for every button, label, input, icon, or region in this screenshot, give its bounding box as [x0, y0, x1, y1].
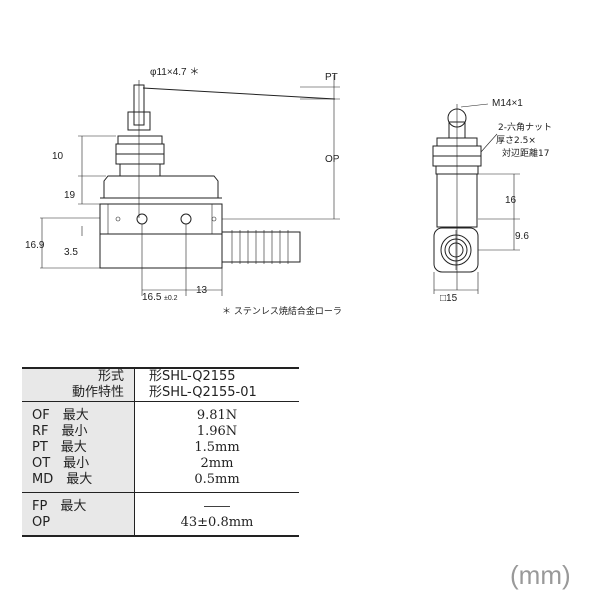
dim-13: 13 — [196, 285, 208, 296]
group2-values: ―― 43±0.8mm — [134, 492, 299, 537]
footnote: ＊ ステンレス焼結合金ローラ — [222, 305, 342, 317]
row-label-fp: FP 最大 — [32, 499, 87, 514]
op-label: OP — [325, 154, 340, 165]
row-value-pt: 1.5mm — [194, 440, 240, 455]
nut-note-2: 厚さ2.5× — [496, 135, 536, 146]
table-header-row: 形式 動作特性 形SHL-Q2155 形SHL-Q2155-01 — [22, 367, 299, 402]
roller-dimension: φ11×4.7 ＊ — [150, 67, 199, 78]
group1-labels: OF 最大 RF 最小 PT 最大 OT 最小 MD 最大 — [22, 401, 135, 493]
nut-note-3: 対辺距離17 — [502, 147, 549, 159]
dim-3-5: 3.5 — [64, 247, 78, 258]
header-label-characteristics: 動作特性 — [71, 385, 124, 400]
unit-label: (mm) — [510, 560, 571, 590]
table-group-1: OF 最大 RF 最小 PT 最大 OT 最小 MD 最大 9.81N 1.96… — [22, 401, 299, 493]
dim-16-5: 16.5 — [142, 292, 162, 303]
dim-15: □15 — [440, 293, 458, 304]
row-label-rf: RF 最小 — [32, 424, 88, 439]
row-label-of: OF 最大 — [32, 408, 89, 423]
dim-9-6: 9.6 — [515, 231, 529, 242]
nut-note-1: 2-六角ナット — [498, 121, 552, 133]
mounting-hole — [180, 213, 192, 225]
group1-values: 9.81N 1.96N 1.5mm 2mm 0.5mm — [134, 401, 299, 493]
header-model-1: 形SHL-Q2155 — [149, 369, 236, 384]
thread-size: M14×1 — [492, 98, 523, 109]
row-value-of: 9.81N — [196, 408, 238, 423]
dim-16-5-tolerance: ±0.2 — [164, 295, 178, 302]
row-value-fp: ―― — [204, 499, 230, 514]
group2-labels: FP 最大 OP — [22, 492, 135, 537]
pt-label: PT — [325, 72, 338, 83]
table-header-label: 形式 動作特性 — [22, 367, 135, 402]
dim-10: 10 — [52, 151, 64, 162]
dimension-drawing: φ11×4.7 ＊ PT OP 10 19 16.9 3.5 16.5 ±0.2… — [25, 67, 552, 317]
row-label-ot: OT 最小 — [32, 456, 90, 471]
header-model-2: 形SHL-Q2155-01 — [149, 385, 257, 400]
mounting-hole — [136, 213, 148, 225]
row-label-op: OP — [32, 515, 51, 530]
front-view: φ11×4.7 ＊ PT OP 10 19 16.9 3.5 16.5 ±0.2… — [25, 67, 340, 303]
dim-16: 16 — [505, 195, 517, 206]
row-label-pt: PT 最大 — [32, 440, 87, 455]
header-label-type: 形式 — [97, 369, 124, 384]
dim-19: 19 — [64, 190, 76, 201]
spec-table: 形式 動作特性 形SHL-Q2155 形SHL-Q2155-01 OF 最大 R… — [22, 367, 299, 537]
table-header-models: 形SHL-Q2155 形SHL-Q2155-01 — [134, 367, 299, 402]
row-label-md: MD 最大 — [32, 472, 93, 487]
row-value-md: 0.5mm — [194, 472, 240, 487]
side-view: M14×1 2-六角ナット 厚さ2.5× 対辺距離17 16 9.6 □15 — [432, 98, 552, 304]
table-group-2: FP 最大 OP ―― 43±0.8mm — [22, 492, 299, 537]
row-value-op: 43±0.8mm — [180, 515, 254, 530]
row-value-rf: 1.96N — [196, 424, 238, 439]
row-value-ot: 2mm — [200, 456, 234, 471]
dim-16-9: 16.9 — [25, 240, 45, 251]
